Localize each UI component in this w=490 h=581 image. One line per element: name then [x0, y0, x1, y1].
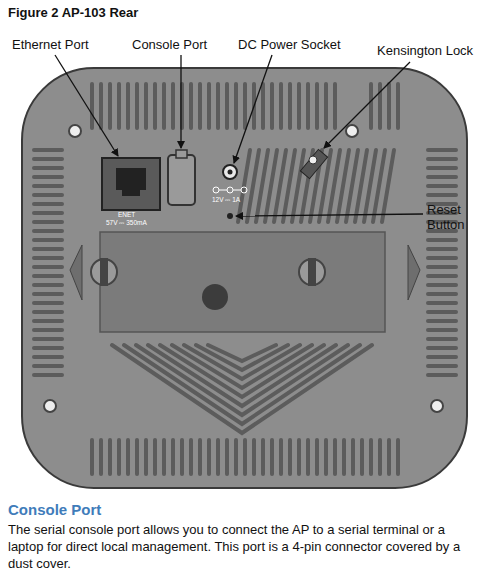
- body-text: The serial console port allows you to co…: [8, 522, 482, 573]
- mount-key-slot: [100, 258, 108, 286]
- side-tab: [408, 245, 420, 300]
- mount-plate: [100, 232, 385, 332]
- mount-key: [91, 259, 117, 285]
- rj45-jack: [116, 168, 146, 196]
- port-marking: 57V ⎓ 350mA: [106, 219, 147, 226]
- section-heading: Console Port: [8, 501, 101, 518]
- part-label: Ethernet Port: [12, 38, 89, 53]
- figure-title: Figure 2 AP-103 Rear: [8, 6, 138, 21]
- side-tab: [70, 245, 82, 300]
- mount-key: [299, 259, 325, 285]
- screw-hole: [44, 400, 56, 412]
- ethernet-port: [102, 158, 160, 210]
- dc-socket: [223, 165, 237, 179]
- screw-hole: [431, 400, 443, 412]
- power-rating: 12V ⎓ 1A: [212, 196, 240, 203]
- vent-slots: [34, 84, 456, 474]
- screw-hole: [346, 125, 358, 137]
- dust-cover-tab: [176, 150, 187, 158]
- part-label: Kensington Lock: [377, 44, 473, 59]
- mount-key-slot: [308, 258, 316, 286]
- leader-lines: [55, 55, 423, 216]
- center-hole: [202, 284, 228, 310]
- screw-hole: [69, 125, 81, 137]
- reset-button: [227, 213, 233, 219]
- port-marking: ENET: [118, 211, 135, 218]
- ap-housing: [22, 68, 467, 488]
- dc-pin: [228, 170, 233, 175]
- kensington-lock: [300, 149, 327, 178]
- polarity-symbol: [213, 187, 247, 193]
- console-port: [168, 155, 195, 205]
- part-label: DC Power Socket: [238, 38, 341, 53]
- lock-icon: [309, 156, 317, 164]
- part-label: Console Port: [132, 38, 207, 53]
- part-label: Reset Button: [427, 203, 483, 233]
